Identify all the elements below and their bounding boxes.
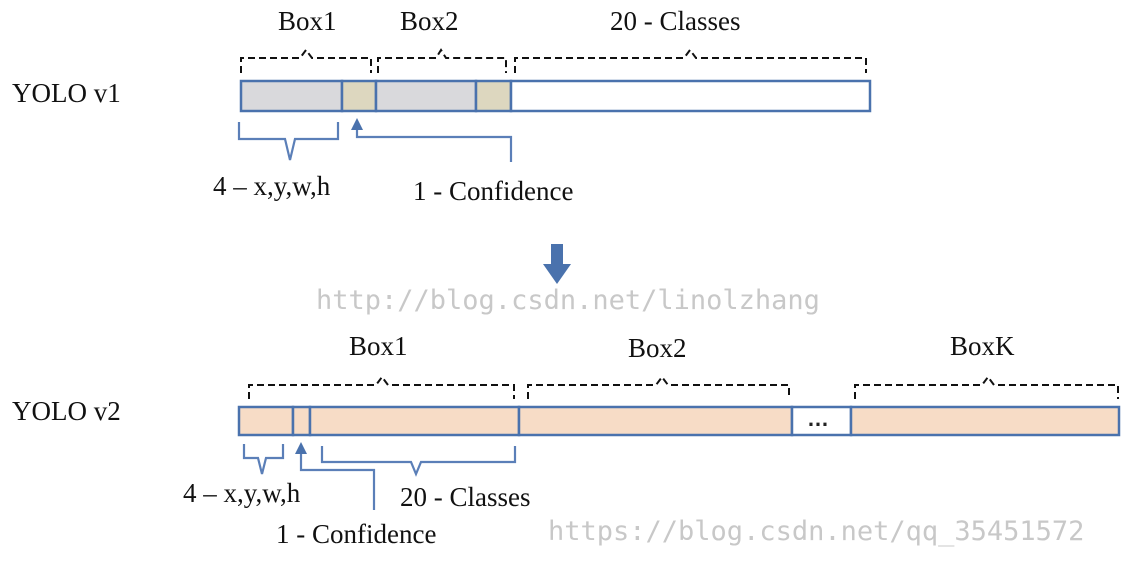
- v2-classes-label: 20 - Classes: [400, 482, 531, 512]
- yolo-v1-section: YOLO v1 Box1 Box2 20 - Classes 4 – x,y,w…: [12, 6, 872, 206]
- v1-box2-brace: [377, 48, 507, 73]
- v1-box1-brace: [240, 48, 372, 73]
- v2-box2-label: Box2: [628, 333, 687, 363]
- v2-box1-confidence-segment: [291, 405, 312, 437]
- v2-classes-brace: [320, 446, 517, 477]
- v2-boxk-brace: [854, 375, 1119, 399]
- v2-coords-brace: [242, 444, 285, 475]
- v2-ellipsis: …: [807, 406, 829, 431]
- v1-box1-confidence-segment: [340, 79, 378, 113]
- v1-coords-label: 4 – x,y,w,h: [213, 171, 331, 201]
- v1-box2-confidence-segment: [474, 79, 513, 113]
- v2-confidence-label: 1 - Confidence: [276, 519, 436, 549]
- v1-classes-segment: [509, 79, 872, 113]
- v2-box1-label: Box1: [349, 331, 408, 361]
- up-arrow-icon: [295, 442, 307, 454]
- v1-output-bar: [239, 79, 872, 113]
- v1-confidence-label: 1 - Confidence: [413, 176, 573, 206]
- v2-ellipsis-segment: [790, 405, 853, 437]
- v2-box1-coords-segment: [237, 405, 295, 437]
- v2-output-bar: [237, 405, 1121, 437]
- v2-box2-brace: [527, 375, 790, 399]
- v2-box2-segment: [517, 405, 794, 437]
- v1-coords-brace: [237, 122, 340, 161]
- v2-coords-label: 4 – x,y,w,h: [183, 478, 301, 508]
- v1-classes-brace: [514, 48, 867, 73]
- yolo-v1-label: YOLO v1: [12, 78, 121, 108]
- watermark-top: http://blog.csdn.net/linolzhang: [316, 285, 820, 316]
- v2-box1-classes-segment: [308, 405, 521, 437]
- v1-box2-coords-segment: [374, 79, 478, 113]
- v2-boxk-segment: [849, 405, 1121, 437]
- v2-confidence-pointer: [299, 452, 376, 510]
- v1-classes-label: 20 - Classes: [610, 6, 741, 36]
- yolo-v2-section: YOLO v2 Box1 Box2 BoxK … 4 – x,y,w,h 20 …: [12, 331, 1121, 549]
- up-arrow-icon: [351, 118, 363, 130]
- v2-box1-brace: [248, 375, 515, 399]
- v1-box1-label: Box1: [278, 6, 337, 36]
- watermark-bottom: https://blog.csdn.net/qq_35451572: [548, 516, 1084, 547]
- down-arrow-icon: [543, 244, 571, 284]
- yolo-v2-label: YOLO v2: [12, 396, 121, 426]
- v1-box1-coords-segment: [239, 79, 344, 113]
- v2-boxk-label: BoxK: [950, 331, 1015, 361]
- v1-box2-label: Box2: [400, 6, 459, 36]
- v1-confidence-pointer: [355, 128, 513, 162]
